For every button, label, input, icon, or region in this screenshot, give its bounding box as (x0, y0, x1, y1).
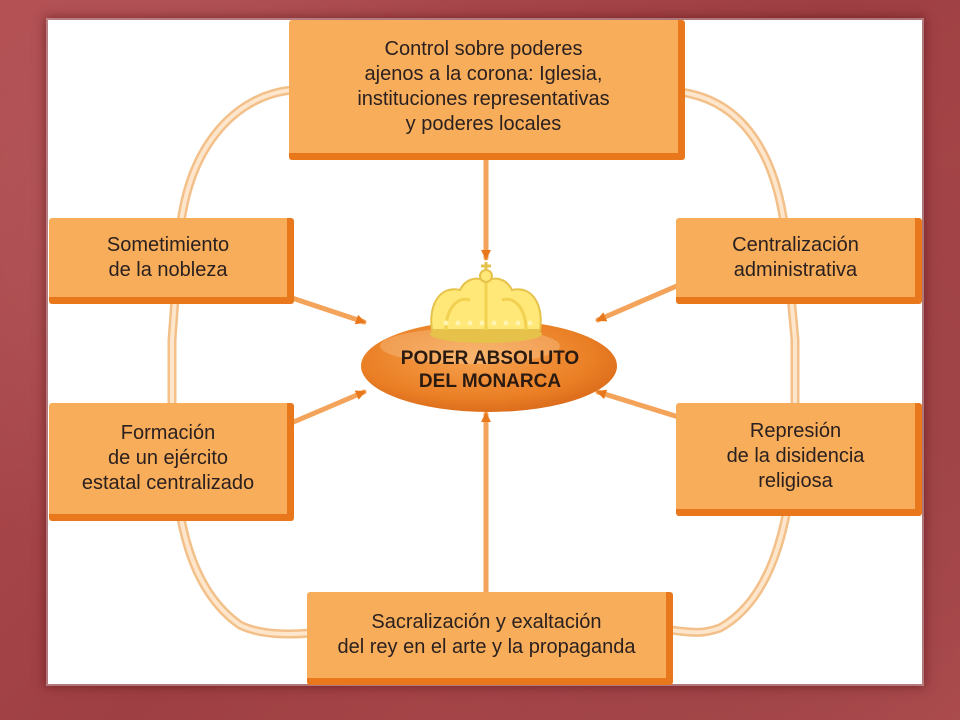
arrow-right-upper (595, 279, 689, 323)
box-centralizacion-administrativa: Centralización administrativa (676, 218, 922, 304)
center-label: PODER ABSOLUTO DEL MONARCA (400, 348, 580, 392)
box-formacion-ejercito: Formación de un ejército estatal central… (49, 403, 294, 521)
crown-icon (430, 262, 542, 343)
box-sacralizacion-rey: Sacralización y exaltación del rey en el… (307, 592, 673, 685)
box-represion-disidencia: Represión de la disidencia religiosa (676, 403, 922, 516)
box-represion-disidencia-text: Represión de la disidencia religiosa (726, 419, 865, 492)
box-sometimiento-nobleza-text: Sometimiento de la nobleza (106, 233, 230, 281)
center-ellipse (361, 320, 617, 412)
box-formacion-ejercito-text: Formación de un ejército estatal central… (81, 422, 255, 494)
box-centralizacion-administrativa-text: Centralización administrativa (732, 233, 859, 281)
box-control-poderes: Control sobre poderes ajenos a la corona… (289, 20, 685, 160)
box-sacralizacion-rey-text: Sacralización y exaltación del rey en el… (337, 611, 636, 658)
box-control-poderes-text: Control sobre poderes ajenos a la corona… (357, 37, 610, 135)
box-sometimiento-nobleza: Sometimiento de la nobleza (49, 218, 294, 304)
